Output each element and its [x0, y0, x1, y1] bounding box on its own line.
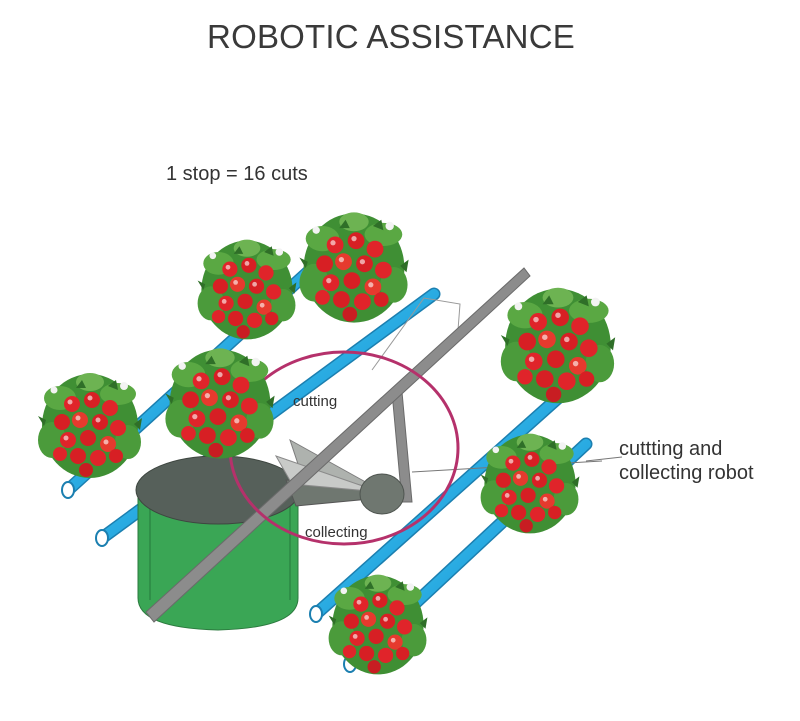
robot-leader-line-2 — [585, 456, 623, 462]
tomato-plant-5 — [500, 287, 616, 404]
diagram-title: ROBOTIC ASSISTANCE — [207, 18, 575, 55]
robot-label-line-1: cuttting and — [619, 438, 723, 460]
collecting-label: collecting — [305, 524, 368, 541]
tomato-plant-1 — [197, 239, 297, 340]
stop-note: 1 stop = 16 cuts — [166, 163, 308, 185]
cutting-label: cutting — [293, 393, 338, 410]
tomato-plant-6 — [480, 433, 580, 534]
robot-label: cuttting and collecting robot — [619, 437, 754, 485]
robot-label-line-2: collecting robot — [619, 462, 754, 484]
tomato-plant-2 — [299, 212, 409, 323]
pipe-row-right-back — [309, 391, 565, 623]
robot-rail — [145, 267, 531, 623]
tomato-plant-7 — [328, 574, 428, 675]
robot-arm — [274, 391, 413, 515]
guide-line — [371, 297, 461, 371]
tomato-plant-3 — [165, 348, 275, 459]
tomato-plant-4 — [38, 373, 142, 478]
